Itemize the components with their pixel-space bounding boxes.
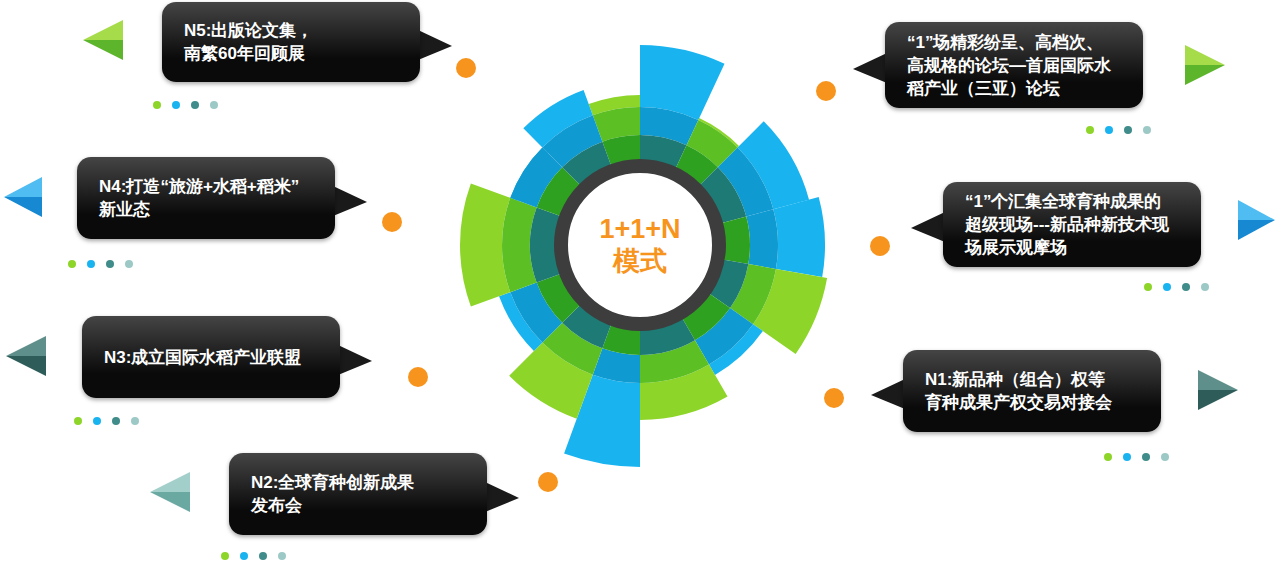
callout-text-group: “1”个汇集全球育种成果的 超级现场---新品种新技术现 场展示观摩场 xyxy=(965,190,1173,259)
small-dot xyxy=(112,417,120,425)
orange-dot xyxy=(870,236,890,256)
small-dot xyxy=(1086,126,1094,134)
small-dot xyxy=(1104,453,1112,461)
small-dot xyxy=(1161,453,1169,461)
arrow-mark xyxy=(1198,390,1238,410)
small-dots xyxy=(68,101,1209,560)
orange-dot xyxy=(824,388,844,408)
center-label: 1+1+N 模式 xyxy=(597,213,683,277)
callout-text: “1”个汇集全球育种成果的 超级现场---新品种新技术现 场展示观摩场 xyxy=(965,190,1173,259)
small-dot xyxy=(1163,283,1171,291)
callout-bubble: N3:成立国际水稻产业联盟 xyxy=(82,316,340,398)
orange-dot xyxy=(816,81,836,101)
small-dot xyxy=(1105,126,1113,134)
arrow-mark xyxy=(6,336,46,356)
bubble-tail xyxy=(418,30,452,60)
small-dot xyxy=(1182,283,1190,291)
small-dot xyxy=(125,260,133,268)
callout-bubble: “1”场精彩纷呈、高档次、 高规格的论坛—首届国际水 稻产业（三亚）论坛 xyxy=(885,22,1143,108)
arrow-mark xyxy=(83,40,123,60)
arrow-mark xyxy=(6,356,46,376)
callout-text-group: “1”场精彩纷呈、高档次、 高规格的论坛—首届国际水 稻产业（三亚）论坛 xyxy=(907,31,1115,100)
callout-text: “1”场精彩纷呈、高档次、 高规格的论坛—首届国际水 稻产业（三亚）论坛 xyxy=(907,31,1115,100)
orange-dot xyxy=(456,58,476,78)
small-dot xyxy=(1201,283,1209,291)
orange-dot xyxy=(538,472,558,492)
small-dot xyxy=(106,260,114,268)
callout-text: N3:成立国际水稻产业联盟 xyxy=(104,346,306,369)
callout-text-group: N5:出版论文集， 南繁60年回顾展 xyxy=(184,19,318,65)
arrow-mark xyxy=(150,472,190,492)
bubble-tail xyxy=(853,53,887,83)
small-dot xyxy=(210,101,218,109)
arrow-marks xyxy=(4,20,1275,512)
small-dot xyxy=(87,260,95,268)
small-dot xyxy=(191,101,199,109)
bubble-tail xyxy=(333,186,367,216)
sunburst xyxy=(460,45,827,467)
orange-dot xyxy=(408,367,428,387)
bubble-tails xyxy=(333,30,945,512)
arrow-mark xyxy=(1185,65,1225,85)
bubble-tail xyxy=(338,345,372,375)
callout-text: N5:出版论文集， 南繁60年回顾展 xyxy=(184,19,318,65)
small-dot xyxy=(172,101,180,109)
bubble-tail xyxy=(871,379,905,409)
small-dot xyxy=(278,552,286,560)
arrow-mark xyxy=(4,197,42,217)
arrow-mark xyxy=(150,492,190,512)
bubble-tail xyxy=(485,482,519,512)
small-dot xyxy=(1143,126,1151,134)
callout-text: N1:新品种（组合）权等 育种成果产权交易对接会 xyxy=(925,368,1116,414)
small-dot xyxy=(68,260,76,268)
arrow-mark xyxy=(4,177,42,197)
orange-dots xyxy=(382,58,890,492)
callout-bubble: N1:新品种（组合）权等 育种成果产权交易对接会 xyxy=(903,350,1161,432)
arrow-mark xyxy=(1238,200,1275,220)
callout-bubble: N2:全球育种创新成果 发布会 xyxy=(229,453,487,535)
small-dot xyxy=(259,552,267,560)
callout-text-group: N3:成立国际水稻产业联盟 xyxy=(104,346,306,369)
small-dot xyxy=(1142,453,1150,461)
small-dot xyxy=(221,552,229,560)
small-dot xyxy=(1144,283,1152,291)
callout-text-group: N1:新品种（组合）权等 育种成果产权交易对接会 xyxy=(925,368,1116,414)
small-dot xyxy=(1124,126,1132,134)
small-dot xyxy=(93,417,101,425)
callout-text-group: N4:打造“旅游+水稻+稻米” 新业态 xyxy=(99,175,304,221)
small-dot xyxy=(74,417,82,425)
callout-text: N4:打造“旅游+水稻+稻米” 新业态 xyxy=(99,175,304,221)
small-dot xyxy=(153,101,161,109)
callout-bubble: N5:出版论文集， 南繁60年回顾展 xyxy=(162,2,420,82)
bubble-tail xyxy=(911,212,945,242)
callout-text: N2:全球育种创新成果 发布会 xyxy=(251,471,419,517)
arrow-mark xyxy=(1238,220,1275,240)
arrow-mark xyxy=(83,20,123,40)
center-circle: 1+1+N 模式 xyxy=(554,159,726,331)
orange-dot xyxy=(382,212,402,232)
sunburst-wedge xyxy=(746,209,778,269)
callout-bubble: N4:打造“旅游+水稻+稻米” 新业态 xyxy=(77,157,335,239)
small-dot xyxy=(131,417,139,425)
callout-bubble: “1”个汇集全球育种成果的 超级现场---新品种新技术现 场展示观摩场 xyxy=(943,182,1201,267)
arrow-mark xyxy=(1198,370,1238,390)
small-dot xyxy=(1123,453,1131,461)
callout-text-group: N2:全球育种创新成果 发布会 xyxy=(251,471,419,517)
arrow-mark xyxy=(1185,45,1225,65)
sunburst-wedge xyxy=(773,197,825,277)
small-dot xyxy=(240,552,248,560)
